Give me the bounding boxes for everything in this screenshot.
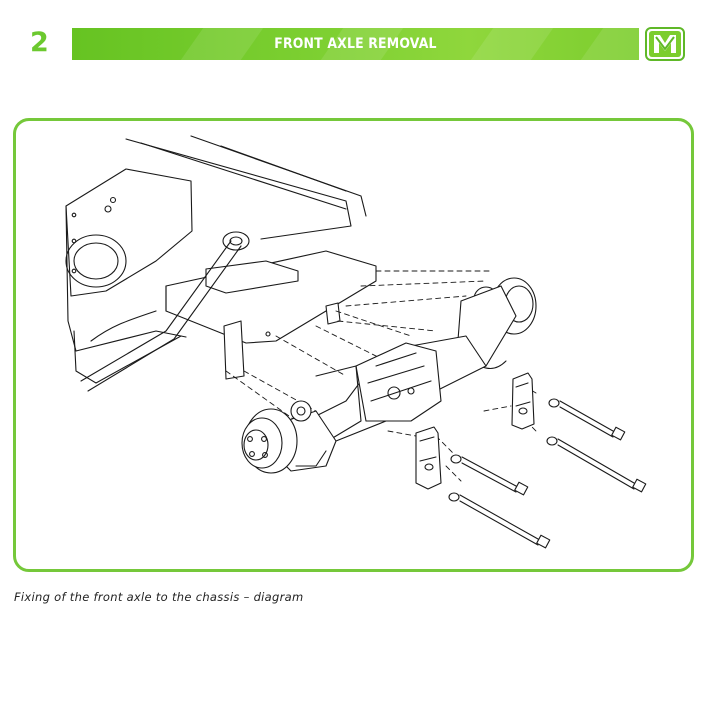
- section-title: FRONT AXLE REMOVAL: [274, 36, 437, 52]
- figure-caption: Fixing of the front axle to the chassis …: [14, 590, 304, 604]
- brand-logo-icon: [645, 27, 685, 61]
- front-axle-diagram: [65, 135, 647, 549]
- mounting-brackets: [415, 372, 535, 490]
- mounting-bolts: [448, 398, 647, 549]
- figure-frame: [13, 118, 694, 572]
- chassis-frame: [65, 135, 377, 392]
- front-axle: [241, 277, 537, 474]
- section-number: 2: [30, 27, 49, 58]
- section-header-bar: FRONT AXLE REMOVAL: [72, 28, 639, 60]
